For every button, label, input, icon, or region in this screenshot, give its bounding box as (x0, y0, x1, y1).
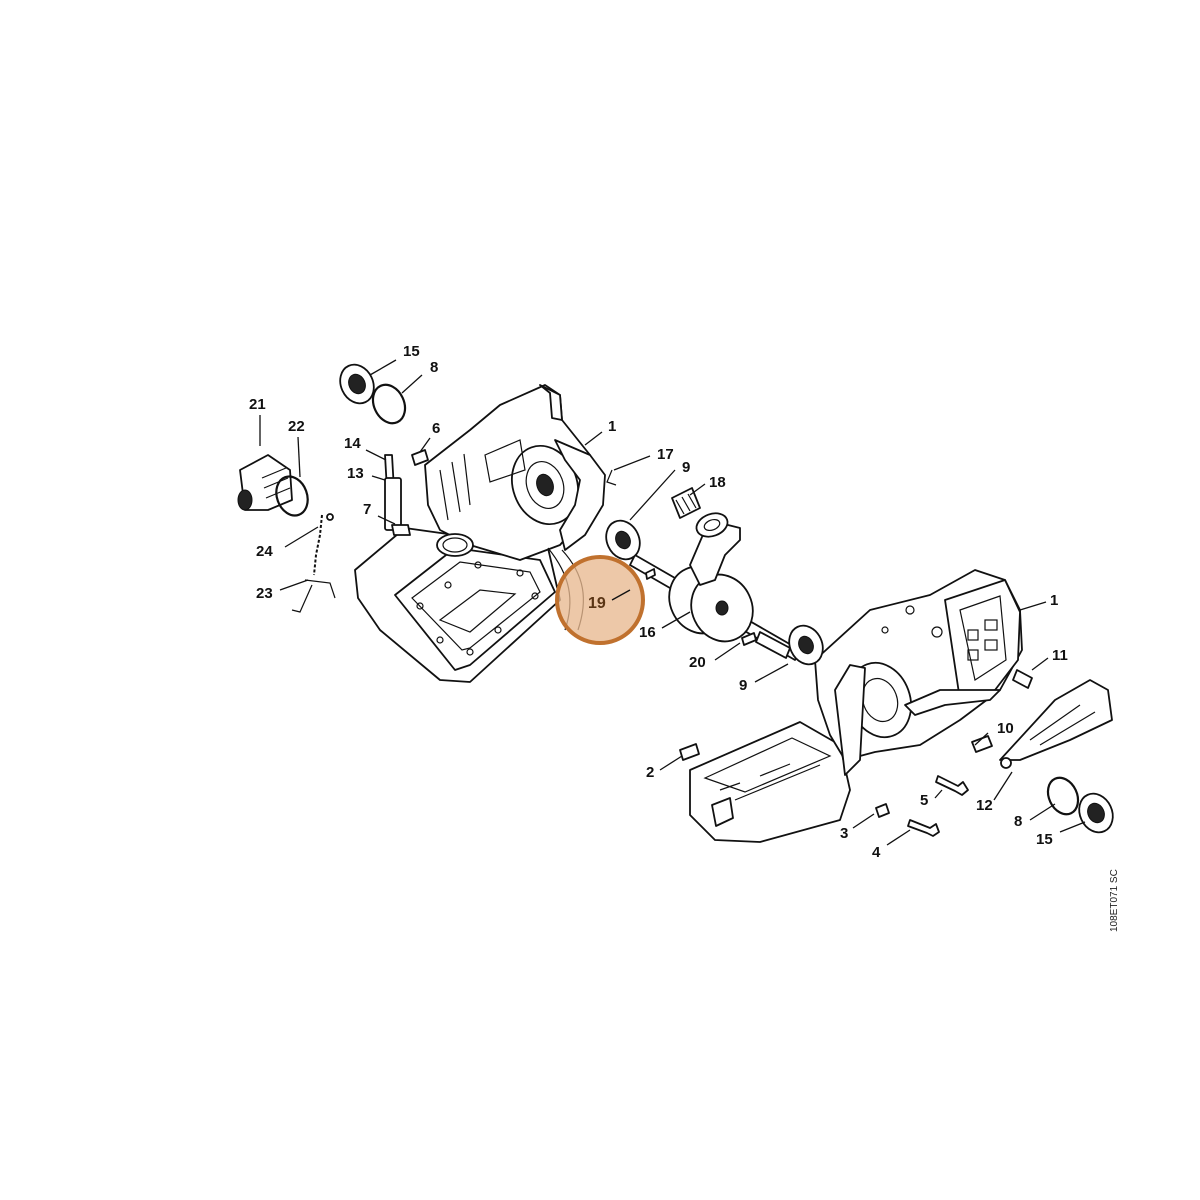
callout-10: 10 (997, 720, 1014, 737)
callout-18: 18 (709, 474, 726, 491)
callout-9-lower: 9 (739, 677, 747, 694)
crankcase-left-half (354, 384, 606, 683)
callout-15-upper: 15 (403, 343, 420, 360)
callout-17: 17 (657, 446, 674, 463)
dowel-pin (741, 632, 757, 646)
screw-5 (935, 775, 969, 796)
retaining-ring-lower (1046, 776, 1080, 816)
callout-14: 14 (344, 435, 361, 452)
callout-9-upper: 9 (682, 459, 690, 476)
spring-11 (1012, 669, 1033, 689)
callout-13: 13 (347, 465, 364, 482)
callout-19[interactable]: 19 (588, 595, 606, 612)
callout-1-upper: 1 (608, 418, 616, 435)
o-ring (275, 475, 309, 517)
callout-22: 22 (288, 418, 305, 435)
callout-labels: 15 8 21 22 6 1 14 13 17 9 18 7 24 23 19 … (249, 343, 1068, 861)
circlip (606, 469, 617, 486)
callout-11: 11 (1052, 647, 1068, 664)
crankcase-right-half (689, 569, 1023, 843)
callout-15-lower: 15 (1036, 831, 1053, 848)
callout-8-lower: 8 (1014, 813, 1022, 830)
callout-20: 20 (689, 654, 706, 671)
rubber-buffer (237, 454, 293, 511)
callout-1-lower: 1 (1050, 592, 1058, 609)
crankshaft (629, 512, 801, 661)
retaining-ring-upper (371, 383, 407, 425)
figure-reference-code: 108ET071 SC (1109, 869, 1120, 932)
dowel-pin-upper (411, 449, 429, 466)
ball-bearing-upper (605, 519, 641, 561)
callout-24: 24 (256, 543, 273, 560)
oil-seal-lower (1078, 792, 1114, 834)
pin-3 (875, 803, 890, 818)
callout-3: 3 (840, 825, 848, 842)
callout-16: 16 (639, 624, 656, 641)
spacer-pin-2 (679, 743, 700, 761)
small-pin (645, 568, 656, 580)
callout-6: 6 (432, 420, 440, 437)
callout-21: 21 (249, 396, 266, 413)
callout-4: 4 (872, 844, 881, 861)
callout-23: 23 (256, 585, 273, 602)
callout-12: 12 (976, 797, 993, 814)
needle-cage (671, 487, 701, 519)
callout-8-upper: 8 (430, 359, 438, 376)
screw-4 (907, 819, 940, 837)
guide-plate-12 (999, 679, 1113, 769)
chain-and-spring (291, 513, 336, 613)
stud-assembly (384, 454, 411, 536)
highlight-marker[interactable] (555, 555, 645, 645)
callout-2: 2 (646, 764, 654, 781)
ball-bearing-lower (788, 624, 824, 666)
callout-5: 5 (920, 792, 928, 809)
leader-lines (259, 359, 1086, 846)
callout-7: 7 (363, 501, 371, 518)
oil-seal-upper (339, 363, 375, 405)
